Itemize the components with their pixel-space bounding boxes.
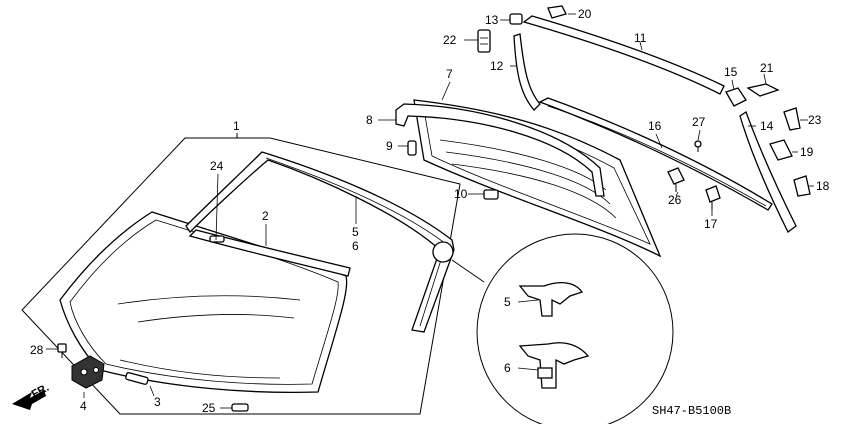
callout-stack-5: 5 (352, 225, 359, 239)
clip-22 (477, 29, 491, 53)
callout-11: 11 (634, 31, 647, 45)
windshield-molding (185, 151, 455, 333)
diagram-code: SH47-B5100B (652, 404, 731, 418)
roof-strip-11 (522, 15, 725, 95)
fastener-26 (667, 167, 685, 192)
rear-windshield (413, 99, 662, 258)
callout-9: 9 (386, 139, 393, 153)
callout-23: 23 (808, 113, 822, 127)
callout-10: 10 (454, 187, 468, 201)
callout-25: 25 (202, 401, 216, 415)
clip-18 (793, 175, 811, 197)
windshield-group-outline (21, 133, 461, 415)
callout-labels: 1 2 3 4 5 6 7 8 9 10 11 12 13 14 15 16 1… (30, 7, 830, 415)
callout-21: 21 (760, 61, 774, 75)
bolt-28 (57, 343, 67, 358)
callout-8: 8 (366, 113, 373, 127)
callout-19: 19 (800, 145, 814, 159)
callout-13: 13 (485, 13, 499, 27)
callout-27: 27 (692, 115, 706, 129)
leader-lines (46, 13, 814, 409)
spacer-10 (483, 189, 499, 200)
clip-20 (547, 5, 567, 19)
long-strip-16 (538, 97, 773, 211)
callout-15: 15 (724, 65, 738, 79)
callout-stack-6: 6 (352, 239, 359, 253)
callout-26: 26 (668, 193, 682, 207)
callout-2: 2 (262, 209, 269, 223)
clip-21 (746, 83, 780, 97)
spacer-3 (125, 372, 149, 385)
detail-callout-5: 5 (504, 295, 511, 309)
fastener-9 (407, 140, 417, 156)
callout-20: 20 (578, 7, 592, 21)
dam-rubber-25 (231, 403, 249, 412)
side-strip-12 (513, 33, 541, 111)
callout-24: 24 (210, 159, 224, 173)
callout-3: 3 (154, 395, 161, 409)
bracket-4 (71, 355, 105, 389)
callout-1: 1 (233, 119, 240, 133)
cap-13 (509, 13, 523, 25)
callout-22: 22 (443, 33, 457, 47)
upper-trim-strip (188, 229, 351, 277)
front-direction-label: FR. (30, 382, 51, 401)
fastener-27 (694, 140, 702, 152)
callout-14: 14 (760, 119, 774, 133)
front-direction-arrow (12, 390, 46, 410)
rear-molding (395, 103, 605, 197)
rear-side-strip-14 (739, 111, 797, 233)
callout-17: 17 (704, 217, 718, 231)
molding-detail-view (432, 233, 674, 424)
clip-19 (769, 139, 793, 161)
clip-24 (209, 235, 225, 243)
callout-16: 16 (648, 119, 662, 133)
callout-18: 18 (816, 179, 830, 193)
fastener-17 (705, 185, 721, 210)
callout-4: 4 (80, 399, 87, 413)
clip-23 (783, 107, 801, 131)
callout-7: 7 (446, 67, 453, 81)
detail-callout-6: 6 (504, 361, 511, 375)
callout-28: 28 (30, 343, 44, 357)
corner-piece-15 (725, 87, 747, 107)
callout-12: 12 (490, 59, 504, 73)
